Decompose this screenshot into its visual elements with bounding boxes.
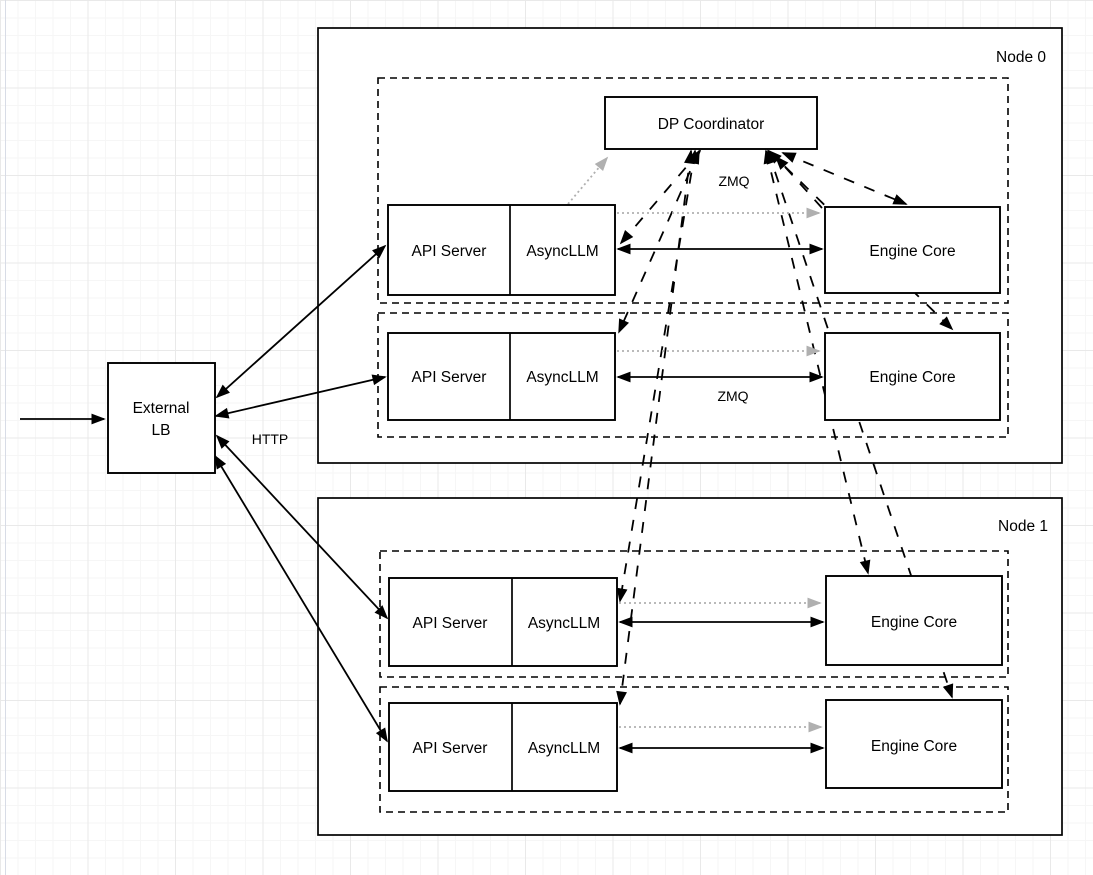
edge-asyncllm-n0r1-coordinator-dotted: [567, 156, 609, 205]
external-lb-label-line1: External: [133, 400, 190, 417]
http-and-zmq-solid-edges: [20, 243, 825, 754]
enginecore-label-n0r2: Engine Core: [869, 369, 955, 386]
edge-coordinator-asyncllm-n1r2: [616, 149, 695, 706]
apiserver-asyncllm-box-n1r1: [388, 577, 618, 667]
enginecore-label-n0r1: Engine Core: [869, 243, 955, 260]
enginecore-label-n1r2: Engine Core: [871, 738, 957, 755]
edge-coordinator-enginecore-n1r2: [766, 149, 954, 699]
asyncllm-label-n1r1: AsyncLLM: [528, 615, 600, 632]
enginecore-label-n1r1: Engine Core: [871, 614, 957, 631]
enginecore-box-n1r2: [825, 699, 1003, 789]
process-boxes: [107, 96, 1003, 792]
apiserver-asyncllm-box-n0r1: [387, 204, 616, 296]
zmq-engine-edge-label: ZMQ: [717, 388, 748, 404]
apiserver-label-n0r1: API Server: [412, 243, 487, 260]
external-lb-box: [107, 362, 216, 474]
apiserver-label-n1r1: API Server: [413, 615, 488, 632]
node1-label: Node 1: [998, 518, 1048, 535]
labels: Node 0 Node 1 DP Coordinator External LB…: [133, 49, 1048, 757]
apiserver-asyncllm-box-n0r2: [387, 332, 616, 421]
dp-coordinator-box: [604, 96, 818, 150]
apiserver-asyncllm-box-n1r2: [388, 702, 618, 792]
asyncllm-label-n1r2: AsyncLLM: [528, 740, 600, 757]
zmq-coordinator-edge-label: ZMQ: [718, 173, 749, 189]
asyncllm-label-n0r1: AsyncLLM: [526, 243, 598, 260]
edge-lb-apiserver-n1r2: [214, 454, 388, 743]
enginecore-box-n0r1: [824, 206, 1001, 294]
http-edge-label: HTTP: [252, 431, 289, 447]
apiserver-label-n1r2: API Server: [413, 740, 488, 757]
edge-lb-apiserver-n0r1: [215, 244, 387, 399]
apiserver-label-n0r2: API Server: [412, 369, 487, 386]
external-lb-label-line2: LB: [152, 422, 171, 439]
enginecore-box-n1r1: [825, 575, 1003, 666]
edge-lb-apiserver-n0r2: [214, 374, 387, 419]
enginecore-box-n0r2: [824, 332, 1001, 421]
node0-label: Node 0: [996, 49, 1046, 66]
asyncllm-label-n0r2: AsyncLLM: [526, 369, 598, 386]
dotted-state-edges: [567, 156, 823, 733]
dp-coordinator-label: DP Coordinator: [658, 116, 765, 133]
